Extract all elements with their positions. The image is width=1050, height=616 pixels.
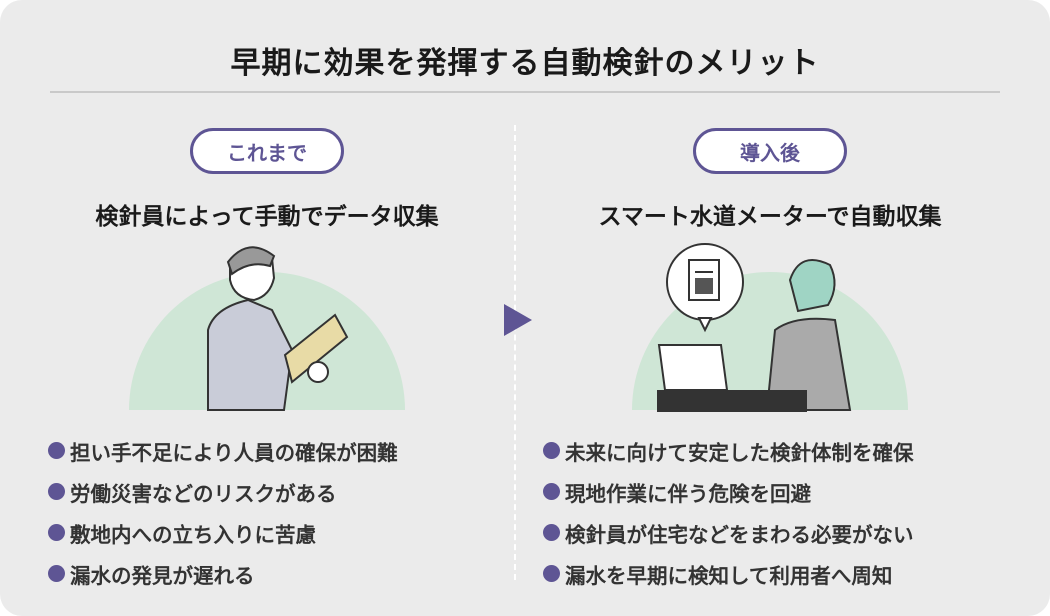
list-item: 漏水の発見が遅れる [48,553,398,594]
office-worker-illustration [657,243,852,412]
bullet-icon [48,442,65,459]
column-divider [514,125,516,580]
after-badge: 導入後 [693,128,847,174]
bullet-icon [543,524,560,541]
bullet-icon [543,442,560,459]
page-title: 早期に効果を発揮する自動検針のメリット [230,46,820,81]
list-item: 労働災害などのリスクがある [48,471,398,512]
arrow-right-icon [504,304,532,336]
list-item: 未来に向けて安定した検針体制を確保 [543,430,914,471]
before-badge: これまで [190,128,344,174]
bullet-icon [48,524,65,541]
bullet-icon [543,565,560,582]
list-item: 現地作業に伴う危険を回避 [543,471,914,512]
after-list: 未来に向けて安定した検針体制を確保 現地作業に伴う危険を回避 検針員が住宅などを… [543,430,914,594]
title-divider [50,91,1000,93]
bullet-icon [48,483,65,500]
bullet-icon [48,565,65,582]
list-item: 検針員が住宅などをまわる必要がない [543,512,914,553]
list-item: 敷地内への立ち入りに苦慮 [48,512,398,553]
bullet-icon [543,483,560,500]
meter-reader-illustration [207,246,349,411]
before-list: 担い手不足により人員の確保が困難 労働災害などのリスクがある 敷地内への立ち入り… [48,430,398,594]
list-item: 担い手不足により人員の確保が困難 [48,430,398,471]
list-item: 漏水を早期に検知して利用者へ周知 [543,553,914,594]
before-heading: 検針員によって手動でデータ収集 [95,204,439,230]
after-heading: スマート水道メーターで自動収集 [598,204,942,230]
